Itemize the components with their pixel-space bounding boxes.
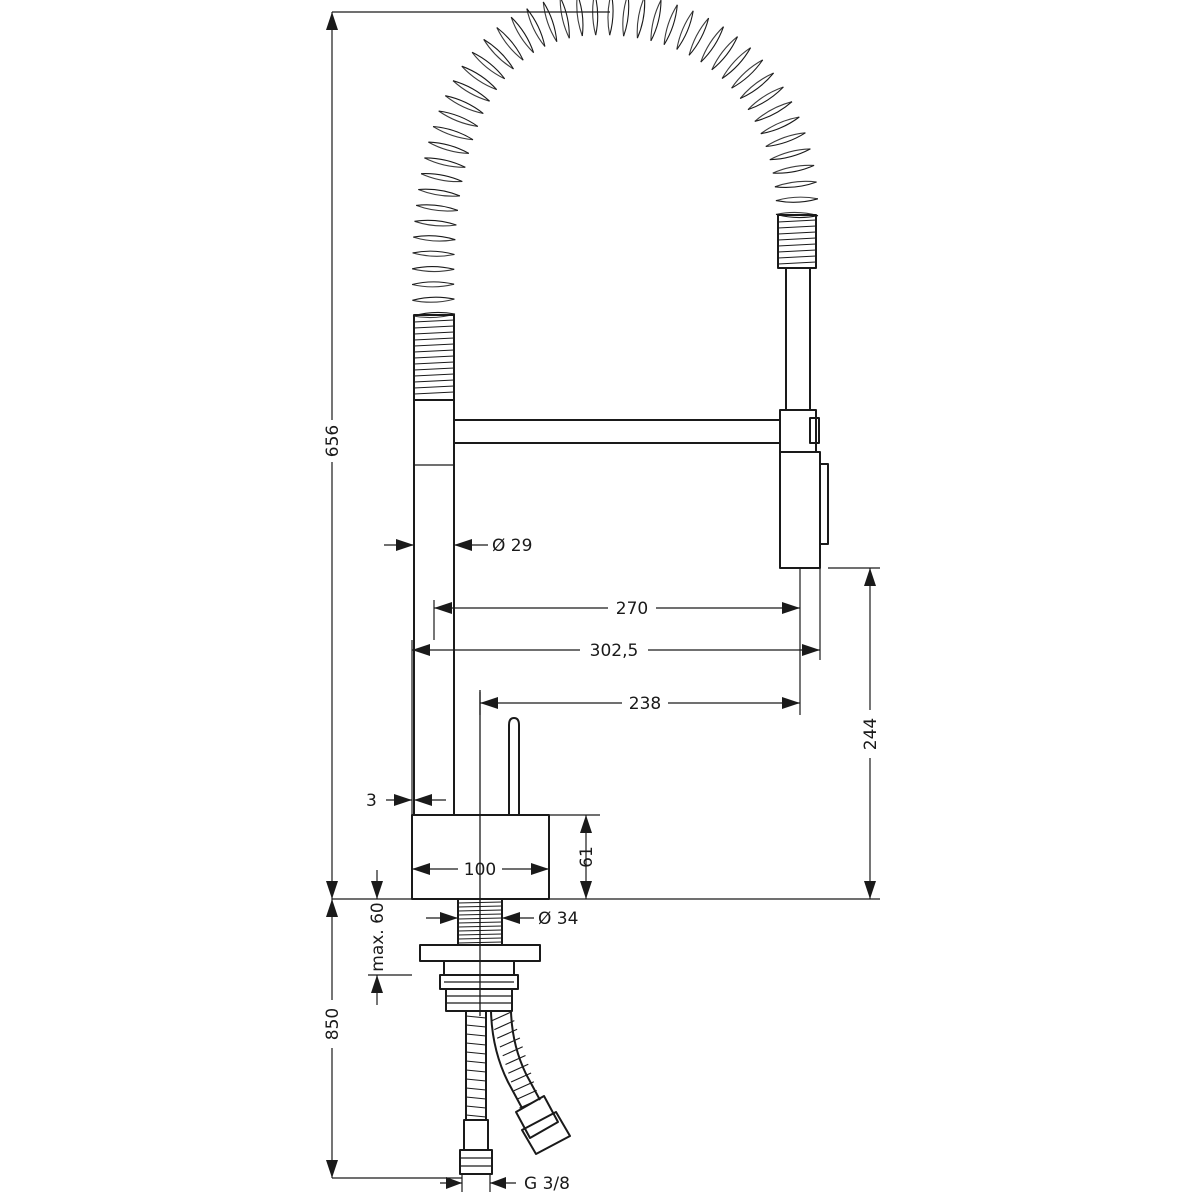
label-shank-diameter: Ø 34: [538, 909, 578, 929]
hose-nut-angled: [521, 1111, 571, 1155]
spray-head: [779, 451, 821, 569]
mixer-lever: [508, 717, 520, 815]
label-offset-3: 3: [366, 791, 377, 811]
swivel-arm: [453, 419, 781, 444]
faucet-outline: [411, 0, 829, 900]
spring-sleeve-right: [777, 214, 817, 269]
label-depth-850: 850: [323, 1008, 343, 1040]
supply-hose-straight: [459, 1011, 493, 1175]
spring-coil: [411, 0, 819, 319]
label-reach-270: 270: [616, 599, 648, 619]
spray-head-button: [809, 417, 820, 444]
supply-hose-angled: [490, 1010, 571, 1155]
dimension-lines: [326, 11, 880, 1192]
hose-ferrule: [463, 1119, 489, 1151]
label-base-width-100: 100: [464, 860, 496, 880]
mounting-assembly: [419, 690, 571, 1175]
label-max-deck-thickness: max. 60: [368, 902, 388, 971]
lower-collar: [445, 988, 513, 1012]
hose-nut: [459, 1149, 493, 1175]
label-connection-thread: G 3/8: [524, 1174, 570, 1194]
label-height-656: 656: [323, 425, 343, 457]
label-spout-diameter: Ø 29: [492, 536, 532, 556]
label-base-height-61: 61: [577, 846, 597, 868]
fixing-nut: [443, 960, 515, 976]
spray-head-face: [819, 463, 829, 545]
label-reach-302-5: 302,5: [590, 641, 639, 661]
label-spout-height-244: 244: [861, 718, 881, 750]
dimension-labels: 656 850 Ø 29 270 302,5 238 244 3 100 61 …: [323, 425, 881, 1194]
label-reach-238: 238: [629, 694, 661, 714]
